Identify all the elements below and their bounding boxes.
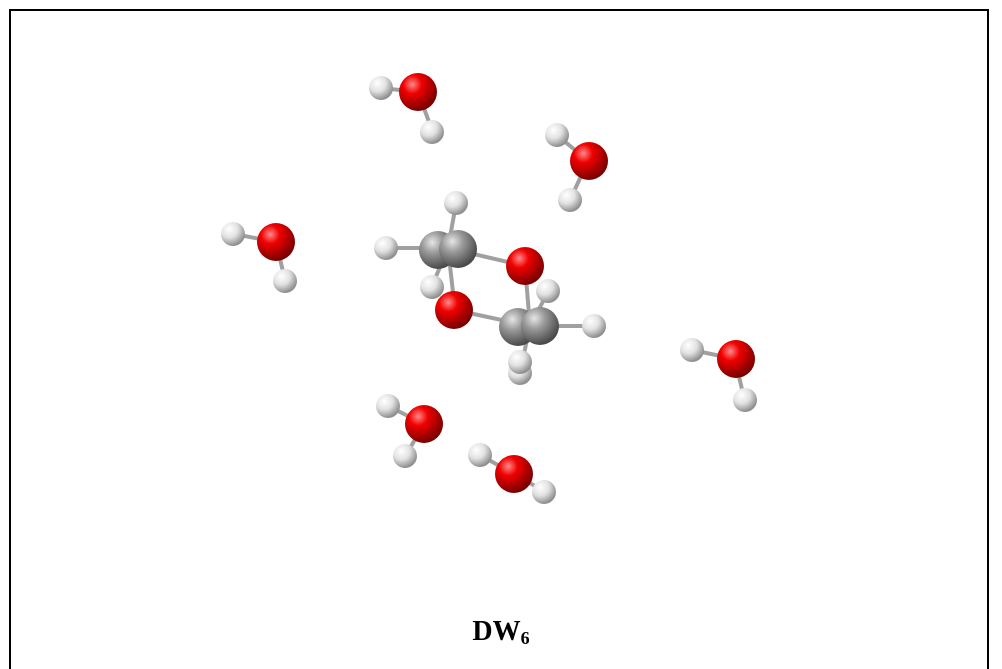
hydrogen-atom <box>369 76 393 100</box>
hydrogen-atom <box>273 269 297 293</box>
hydrogen-atom <box>420 275 444 299</box>
molecule-scene <box>221 73 757 504</box>
hydrogen-atom <box>680 338 704 362</box>
hydrogen-atom <box>508 350 532 374</box>
oxygen-atom <box>570 142 608 180</box>
carbon-atom <box>521 307 559 345</box>
hydrogen-atom <box>420 120 444 144</box>
bonds <box>232 86 746 492</box>
oxygen-atom <box>495 455 533 493</box>
figure-caption: DW6 <box>0 616 1002 648</box>
carbon-atom <box>439 230 477 268</box>
oxygen-atom <box>257 223 295 261</box>
hydrogen-atom <box>468 443 492 467</box>
hydrogen-atom <box>733 388 757 412</box>
hydrogen-atom <box>545 123 569 147</box>
hydrogen-atom <box>536 279 560 303</box>
hydrogen-atom <box>558 188 582 212</box>
figure-frame <box>9 9 989 669</box>
oxygen-atom <box>435 291 473 329</box>
hydrogen-atom <box>444 191 468 215</box>
hydrogen-atom <box>582 314 606 338</box>
oxygen-atom <box>405 405 443 443</box>
hydrogen-atom <box>374 236 398 260</box>
oxygen-atoms <box>257 73 755 493</box>
oxygen-atom <box>506 247 544 285</box>
oxygen-atom <box>717 340 755 378</box>
oxygen-atom <box>399 73 437 111</box>
hydrogen-atoms <box>221 76 757 504</box>
hydrogen-atom <box>393 444 417 468</box>
hydrogen-atom <box>532 480 556 504</box>
hydrogen-atom <box>376 394 400 418</box>
caption-subscript: 6 <box>520 628 530 648</box>
hydrogen-atom <box>221 222 245 246</box>
carbon-atoms <box>419 230 606 374</box>
caption-main: DW <box>472 616 521 647</box>
